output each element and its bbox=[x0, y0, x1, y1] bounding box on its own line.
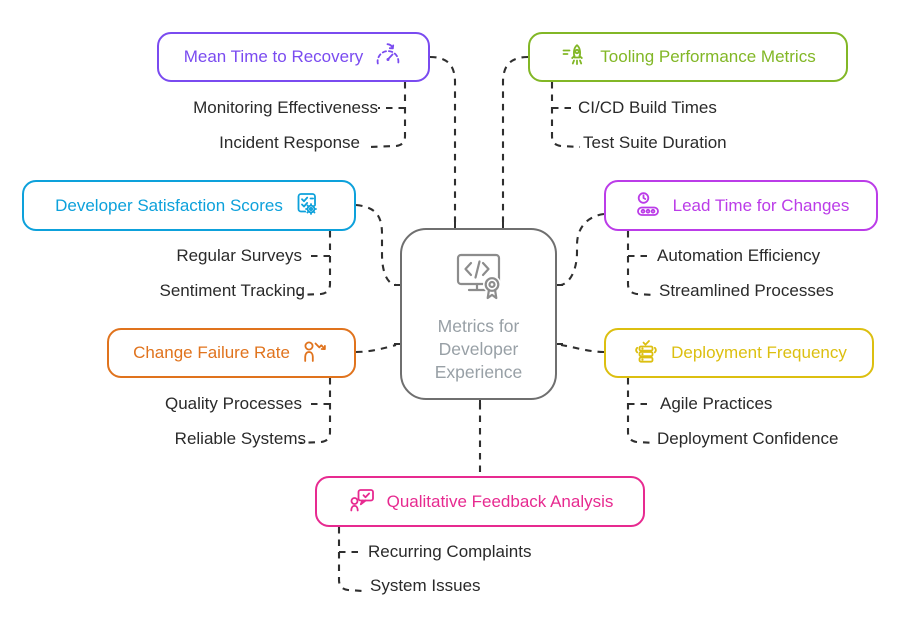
elbow-tooling-children bbox=[550, 82, 581, 149]
child-sentiment-tracking: Sentiment Tracking bbox=[159, 281, 305, 300]
node-developer-satisfaction-scores-label: Developer Satisfaction Scores bbox=[55, 195, 283, 215]
child-monitoring-effectiveness: Monitoring Effectiveness bbox=[193, 98, 378, 117]
code-monitor-award-icon bbox=[452, 252, 506, 307]
node-deployment-frequency-label: Deployment Frequency bbox=[671, 343, 847, 362]
child-system-issues: System Issues bbox=[370, 576, 481, 595]
person-feedback-icon bbox=[347, 487, 377, 517]
node-change-failure-rate: Change Failure Rate bbox=[107, 328, 356, 378]
node-qualitative-feedback-analysis-label: Qualitative Feedback Analysis bbox=[386, 491, 614, 511]
node-lead-time-for-changes-label: Lead Time for Changes bbox=[672, 195, 850, 215]
connector-change-failure-to-center bbox=[355, 343, 397, 354]
child-regular-surveys: Regular Surveys bbox=[176, 246, 302, 265]
node-mean-time-to-recovery-label: Mean Time to Recovery bbox=[183, 47, 364, 66]
center-title: Metrics for Developer Experience bbox=[435, 315, 523, 384]
elbow-change-failure-children bbox=[299, 378, 332, 445]
elbow-qualitative-children bbox=[337, 527, 364, 593]
elbow-lead-time-children bbox=[626, 231, 655, 297]
child-recurring-complaints: Recurring Complaints bbox=[368, 542, 532, 561]
child-incident-response: Incident Response bbox=[219, 133, 360, 152]
node-tooling-performance-metrics: Tooling Performance Metrics bbox=[528, 32, 848, 82]
connector-lead-time-to-center bbox=[560, 212, 605, 287]
gauge-arrow-icon bbox=[373, 42, 403, 72]
child-agile-practices: Agile Practices bbox=[660, 394, 773, 413]
child-deployment-confidence: Deployment Confidence bbox=[657, 429, 839, 448]
connector-deployment-to-center bbox=[560, 343, 605, 354]
node-change-failure-rate-label: Change Failure Rate bbox=[133, 343, 290, 362]
node-deployment-frequency: Deployment Frequency bbox=[604, 328, 874, 378]
center-node-metrics-for-developer-experience: Metrics for Developer Experience bbox=[400, 228, 557, 400]
connector-mean-time-to-center bbox=[429, 55, 457, 222]
node-qualitative-feedback-analysis: Qualitative Feedback Analysis bbox=[315, 476, 645, 527]
person-decline-arrow-icon bbox=[300, 338, 330, 368]
child-cicd-build-times: CI/CD Build Times bbox=[578, 98, 717, 117]
survey-checklist-gear-icon bbox=[293, 191, 323, 221]
child-quality-processes: Quality Processes bbox=[165, 394, 302, 413]
rocket-icon bbox=[560, 42, 590, 72]
connector-satisfaction-to-center bbox=[355, 203, 397, 287]
child-automation-efficiency: Automation Efficiency bbox=[657, 246, 821, 265]
center-title-line-2: Developer bbox=[438, 339, 519, 359]
child-reliable-systems: Reliable Systems bbox=[174, 429, 306, 448]
child-streamlined-processes: Streamlined Processes bbox=[659, 281, 834, 300]
connector-tooling-to-center bbox=[501, 55, 529, 222]
elbow-deployment-children bbox=[626, 378, 655, 445]
elbow-mean-time-children bbox=[369, 82, 407, 149]
node-mean-time-to-recovery: Mean Time to Recovery bbox=[157, 32, 430, 82]
center-title-line-1: Metrics for bbox=[437, 316, 520, 336]
node-tooling-performance-metrics-label: Tooling Performance Metrics bbox=[600, 47, 816, 66]
elbow-satisfaction-children bbox=[297, 231, 332, 297]
child-test-suite-duration: Test Suite Duration bbox=[583, 133, 727, 152]
clock-conveyor-icon bbox=[633, 191, 663, 221]
server-check-icon bbox=[631, 338, 661, 368]
center-title-line-3: Experience bbox=[434, 362, 523, 382]
node-lead-time-for-changes: Lead Time for Changes bbox=[604, 180, 878, 231]
node-developer-satisfaction-scores: Developer Satisfaction Scores bbox=[22, 180, 356, 231]
